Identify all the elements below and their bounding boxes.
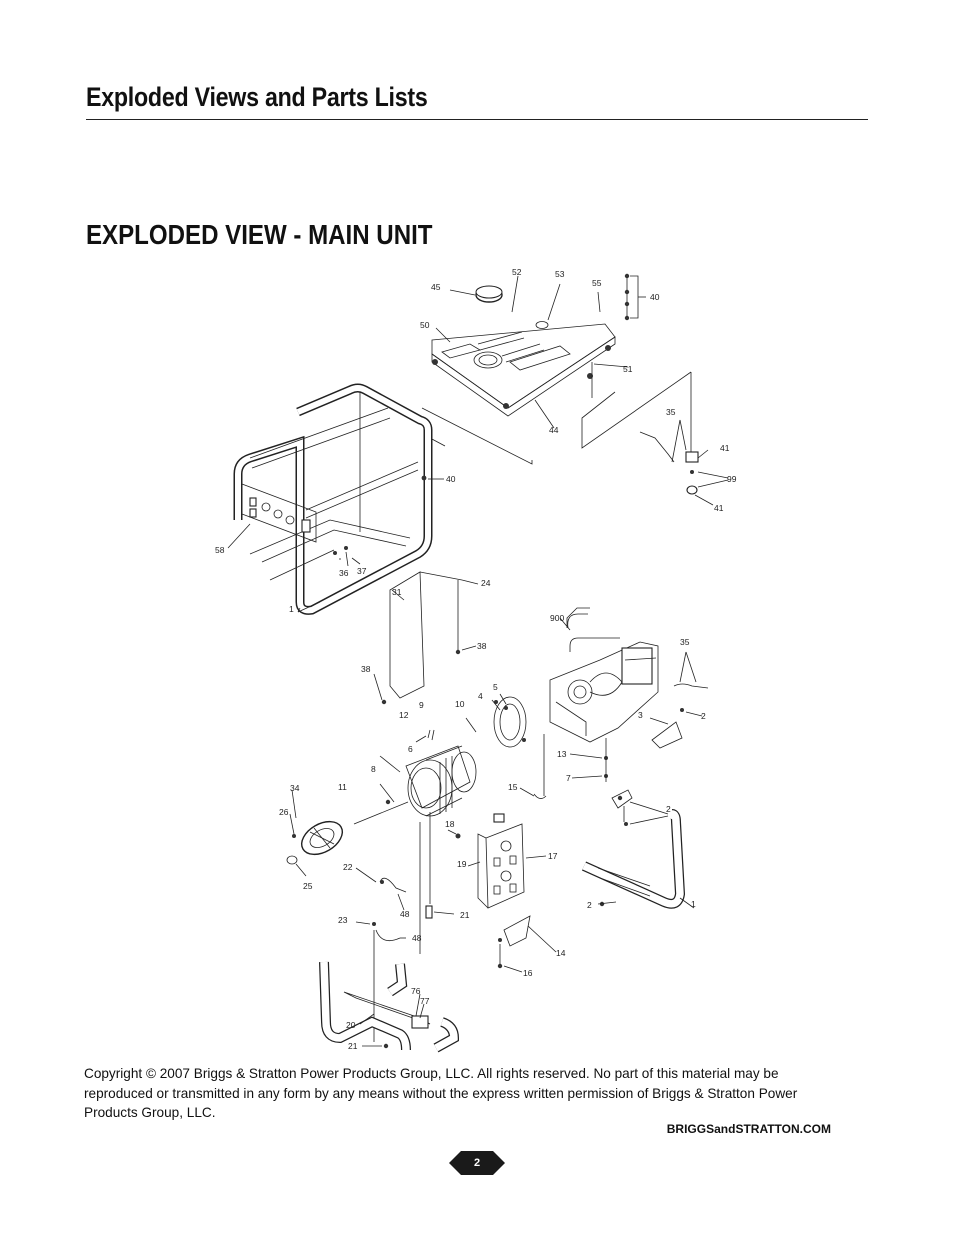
callout-label: 17 bbox=[548, 851, 558, 861]
fuel-tank bbox=[431, 321, 616, 417]
callout-label: 6 bbox=[408, 744, 413, 754]
page-number: 2 bbox=[473, 1157, 481, 1169]
callout-label: 35 bbox=[680, 637, 690, 647]
callout-label: 14 bbox=[556, 948, 566, 958]
callout-label: 22 bbox=[343, 862, 353, 872]
callout-label: 36 bbox=[339, 568, 349, 578]
callout-label: 20 bbox=[346, 1020, 356, 1030]
callout-label: 38 bbox=[477, 641, 487, 651]
callout-label: 41 bbox=[714, 503, 724, 513]
callout-label: 7 bbox=[566, 773, 571, 783]
callout-label: 31 bbox=[392, 587, 402, 597]
callout-label: 53 bbox=[555, 269, 565, 279]
callout-label: 8 bbox=[371, 764, 376, 774]
alternator bbox=[405, 696, 527, 817]
title-divider bbox=[86, 119, 868, 120]
callout-label: 13 bbox=[557, 749, 567, 759]
callout-label: 18 bbox=[445, 819, 455, 829]
callout-label: 12 bbox=[399, 710, 409, 720]
callout-label: 44 bbox=[549, 425, 559, 435]
frame bbox=[233, 383, 433, 615]
callout-label: 45 bbox=[431, 282, 441, 292]
callout-label: 1 bbox=[289, 604, 294, 614]
callout-label: 37 bbox=[357, 566, 367, 576]
callout-label: 26 bbox=[279, 807, 289, 817]
callout-label: 48 bbox=[400, 909, 410, 919]
callout-label: 900 bbox=[550, 613, 564, 623]
callout-label: 40 bbox=[446, 474, 456, 484]
callout-label: 34 bbox=[290, 783, 300, 793]
outlet-box bbox=[477, 813, 525, 909]
callout-label: 38 bbox=[361, 664, 371, 674]
callout-label: 2 bbox=[587, 900, 592, 910]
callout-label: 5 bbox=[493, 682, 498, 692]
callout-label: 9 bbox=[419, 700, 424, 710]
callout-label: 11 bbox=[338, 782, 347, 792]
callout-label: 41 bbox=[720, 443, 730, 453]
callout-label: 10 bbox=[455, 699, 465, 709]
callout-label: 4 bbox=[478, 691, 483, 701]
callout-label: 55 bbox=[592, 278, 602, 288]
callout-label: 40 bbox=[650, 292, 660, 302]
callout-label: 77 bbox=[420, 996, 430, 1006]
callout-labels: 45 52 53 55 40 50 51 44 35 41 99 41 40 5… bbox=[215, 267, 737, 1051]
callout-label: 99 bbox=[727, 474, 737, 484]
callout-label: 51 bbox=[623, 364, 633, 374]
copyright-notice: Copyright © 2007 Briggs & Stratton Power… bbox=[84, 1066, 798, 1120]
callout-label: 2 bbox=[666, 804, 671, 814]
callout-label: 48 bbox=[412, 933, 422, 943]
view-title: EXPLODED VIEW - MAIN UNIT bbox=[86, 219, 433, 250]
callout-label: 3 bbox=[638, 710, 643, 720]
section-title: Exploded Views and Parts Lists bbox=[86, 82, 428, 112]
engine bbox=[549, 613, 659, 743]
callout-label: 76 bbox=[411, 986, 421, 996]
callout-label: 21 bbox=[460, 910, 470, 920]
callout-label: 35 bbox=[666, 407, 676, 417]
callout-label: 25 bbox=[303, 881, 313, 891]
callout-label: 50 bbox=[420, 320, 430, 330]
callout-label: 19 bbox=[457, 859, 467, 869]
callout-label: 2 bbox=[701, 711, 706, 721]
callout-label: 21 bbox=[348, 1041, 358, 1051]
callout-label: 23 bbox=[338, 915, 348, 925]
callout-label: 16 bbox=[523, 968, 533, 978]
callout-label: 1 bbox=[691, 899, 696, 909]
page-number-badge: 2 bbox=[449, 1151, 505, 1175]
callout-label: 52 bbox=[512, 267, 522, 277]
callout-label: 15 bbox=[508, 782, 518, 792]
exploded-view-diagram: 45 52 53 55 40 50 51 44 35 41 99 41 40 5… bbox=[215, 267, 737, 1053]
callout-label: 24 bbox=[481, 578, 491, 588]
website-url: BRIGGSandSTRATTON.COM bbox=[666, 1122, 831, 1136]
callout-label: 58 bbox=[215, 545, 225, 555]
